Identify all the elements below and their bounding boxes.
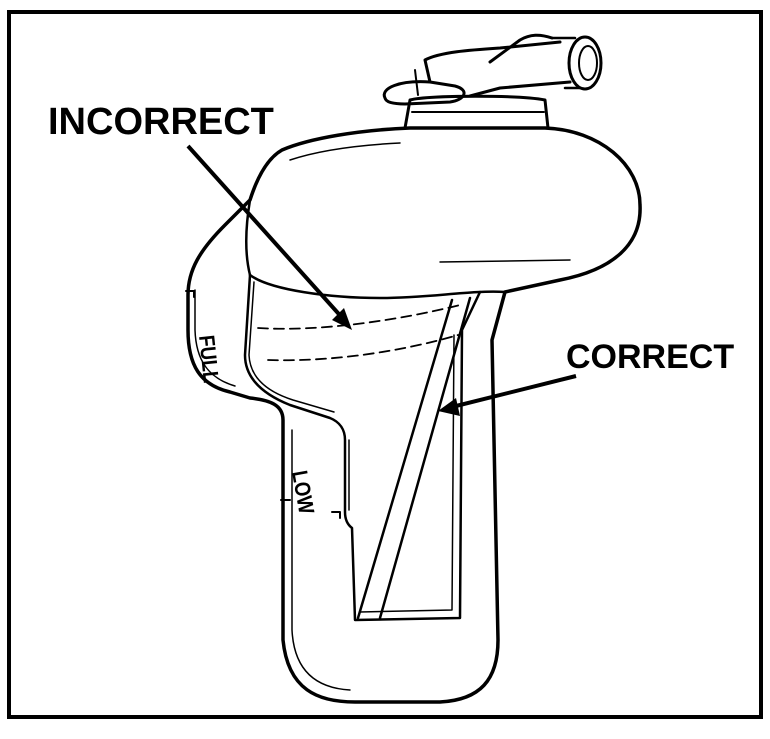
window-bottom-rim	[359, 334, 455, 613]
hose-upper	[488, 33, 554, 64]
low-mark-notch-window	[331, 511, 341, 519]
correct-callout	[438, 374, 577, 416]
incorrect-level-line-2	[267, 334, 459, 362]
reservoir-tank	[185, 126, 642, 704]
shoulder-left-curve	[245, 198, 252, 277]
incorrect-callout	[186, 144, 352, 330]
hose-end-fitting	[567, 35, 603, 91]
indicator-tube-left	[356, 298, 454, 620]
full-mark-notch	[185, 290, 195, 298]
sight-window	[243, 273, 482, 622]
full-mark-label: FULL	[194, 334, 223, 384]
window-inner-rim	[248, 281, 335, 413]
incorrect-label: INCORRECT	[48, 101, 274, 143]
shoulder-highlight	[439, 259, 571, 263]
neck-collar	[403, 94, 550, 130]
indicator-tube-right	[378, 296, 472, 620]
hose-stub-top	[423, 40, 562, 84]
cap-flange	[382, 80, 466, 106]
correct-arrow-shaft	[447, 374, 577, 410]
shoulder-lower-edge	[248, 273, 507, 300]
incorrect-level-line-1	[257, 304, 461, 330]
correct-arrowhead	[438, 398, 460, 416]
hose-opening	[578, 45, 598, 81]
hose-stub-bottom	[468, 80, 572, 98]
lower-left-ridge	[291, 429, 351, 691]
filler-neck	[382, 33, 603, 130]
correct-label: CORRECT	[566, 338, 734, 376]
incorrect-arrow-shaft	[186, 144, 348, 324]
incorrect-arrowhead	[332, 308, 352, 330]
left-ridge	[194, 289, 236, 387]
fitting-ridge	[550, 36, 582, 90]
top-highlight	[289, 142, 401, 161]
stub-edge	[414, 69, 419, 96]
tank-outline	[186, 126, 642, 704]
